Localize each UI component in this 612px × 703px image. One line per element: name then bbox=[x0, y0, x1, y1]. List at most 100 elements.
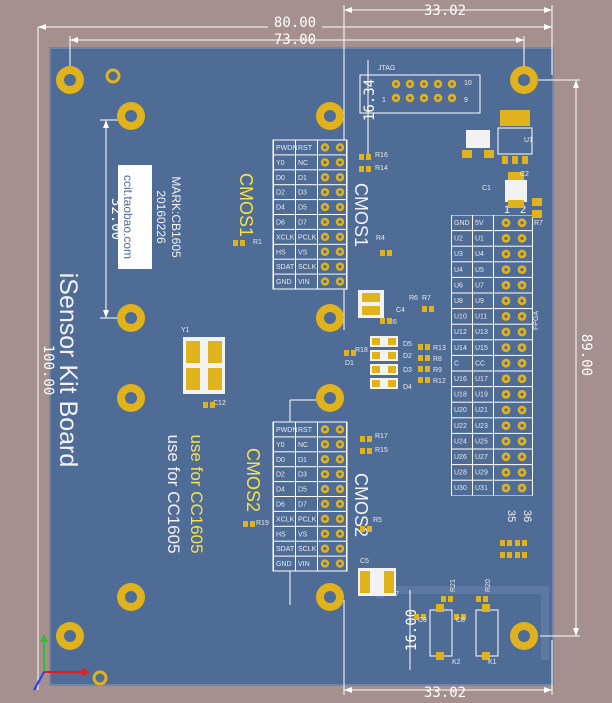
fpga-pin-label: U5 bbox=[475, 267, 484, 274]
header-pin-label: D3 bbox=[298, 472, 307, 479]
d2-label: D2 bbox=[403, 353, 412, 360]
r16-label: R16 bbox=[375, 152, 388, 159]
smd-pad bbox=[422, 306, 427, 312]
smd-pad bbox=[425, 366, 430, 372]
fpga-pin-label: U27 bbox=[475, 454, 488, 461]
fpga-pin-label: U12 bbox=[454, 329, 467, 336]
smd-pad bbox=[387, 318, 392, 324]
fiducial bbox=[92, 670, 108, 686]
fpga-pin-label: U15 bbox=[475, 345, 488, 352]
header-pin-label: RST bbox=[298, 427, 313, 434]
c1-cap bbox=[505, 180, 527, 202]
header-pin-label: D5 bbox=[298, 487, 307, 494]
fpga-pin-label: U17 bbox=[475, 376, 488, 383]
smd-pad bbox=[360, 448, 365, 454]
fpga-pin-label: U16 bbox=[454, 376, 467, 383]
smd-pad bbox=[522, 540, 527, 546]
board-date: 20160226 bbox=[154, 190, 168, 244]
smd-pad bbox=[421, 614, 426, 620]
r15-label: R15 bbox=[375, 447, 388, 454]
use-note-white: use for CC1605 bbox=[164, 434, 183, 553]
fpga-pin35: 35 bbox=[505, 510, 517, 522]
header-pin-label: D6 bbox=[276, 502, 285, 509]
c4-label: C4 bbox=[396, 307, 405, 314]
label-block bbox=[118, 165, 152, 269]
fpga-pin-label: GND bbox=[454, 220, 470, 227]
fpga-pin-label: CC bbox=[475, 360, 485, 367]
fpga-pin-label: U9 bbox=[475, 298, 484, 305]
fpga-pin-label: U23 bbox=[475, 423, 488, 430]
u1-label: U1 bbox=[524, 137, 533, 144]
smd-pad bbox=[387, 250, 392, 256]
diode bbox=[370, 378, 398, 389]
fpga-pin-label: U8 bbox=[454, 298, 463, 305]
k1-label: K1 bbox=[488, 659, 497, 666]
c8-label: C8 bbox=[456, 617, 465, 624]
header-pin-label: D1 bbox=[298, 457, 307, 464]
header-pin-label: D5 bbox=[298, 205, 307, 212]
header-pin-label: D7 bbox=[298, 502, 307, 509]
smd-pad bbox=[425, 377, 430, 383]
header-pin-label: XCLK bbox=[276, 516, 295, 523]
r19-label: R19 bbox=[256, 520, 269, 527]
header-pin-label: D0 bbox=[276, 175, 285, 182]
smd-pad bbox=[500, 540, 505, 546]
header-pin-label: D2 bbox=[276, 190, 285, 197]
dim-width-inner: 73.00 bbox=[274, 32, 316, 48]
r7-label: R7 bbox=[534, 220, 543, 227]
smd-pad bbox=[500, 552, 505, 558]
r14-label: R14 bbox=[375, 165, 388, 172]
fpga-pin-label: U1 bbox=[475, 236, 484, 243]
header-pin-label: PCLK bbox=[298, 516, 317, 523]
header-pin-label: SDAT bbox=[276, 264, 295, 271]
jtag-pin9: 9 bbox=[464, 97, 468, 104]
r8-label: R8 bbox=[433, 356, 442, 363]
fpga-pin-label: U7 bbox=[475, 282, 484, 289]
fpga-pin-label: U18 bbox=[454, 392, 467, 399]
header-pin-label: HS bbox=[276, 531, 286, 538]
header-pin-label: Y0 bbox=[276, 160, 285, 167]
fpga-pin1: 1 bbox=[504, 204, 510, 216]
header-pin-label: Y0 bbox=[276, 442, 285, 449]
cmos2-label-yellow: CMOS2 bbox=[243, 448, 263, 512]
fpga-pin36: 36 bbox=[521, 510, 533, 522]
header-pin-label: VIN bbox=[298, 279, 310, 286]
fpga-pin-label: U6 bbox=[454, 282, 463, 289]
r21-label: R21 bbox=[450, 579, 457, 592]
jtag-pins bbox=[391, 79, 457, 103]
smd-pad bbox=[366, 166, 371, 172]
smd-pad bbox=[380, 250, 385, 256]
fpga-pin-label: U26 bbox=[454, 454, 467, 461]
fpga-pin-label: U20 bbox=[454, 407, 467, 414]
smd-pad bbox=[360, 526, 365, 532]
axis-gizmo bbox=[33, 634, 90, 691]
fpga-pin-label: U11 bbox=[475, 314, 487, 321]
cmos1-label-white: CMOS1 bbox=[351, 183, 371, 247]
mounting-holes bbox=[56, 66, 538, 686]
fpga-pin-label: U14 bbox=[454, 345, 467, 352]
k2-label: K2 bbox=[452, 659, 461, 666]
header-pin-label: PCLK bbox=[298, 234, 317, 241]
smd-pad bbox=[461, 614, 466, 620]
header-pin-label: VS bbox=[298, 249, 308, 256]
d5-label: D5 bbox=[403, 341, 412, 348]
header-pin-label: D0 bbox=[276, 457, 285, 464]
r5-label: R5 bbox=[373, 517, 382, 524]
fpga-pin-label: U19 bbox=[475, 392, 488, 399]
smd-pad bbox=[210, 402, 215, 408]
fpga-pin-label: U4 bbox=[475, 251, 484, 258]
d4-label: D4 bbox=[403, 384, 412, 391]
diode bbox=[370, 364, 398, 375]
smd-pad bbox=[418, 355, 423, 361]
header-pin-label: D4 bbox=[276, 205, 285, 212]
fpga-pin2: 2 bbox=[520, 204, 526, 216]
header-pin-label: D4 bbox=[276, 487, 285, 494]
header-pin-label: GND bbox=[276, 279, 292, 286]
r6-label: R6 bbox=[409, 295, 418, 302]
c6-label-bottom: C6 bbox=[418, 617, 427, 624]
dim-width-outer: 80.00 bbox=[274, 15, 316, 31]
fpga-pin-label: U29 bbox=[475, 470, 488, 477]
